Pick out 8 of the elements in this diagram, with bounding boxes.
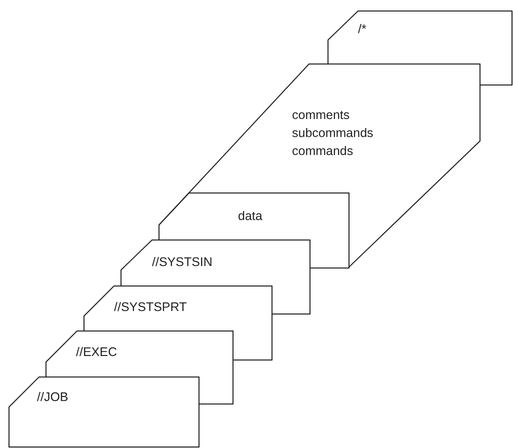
card-label: //EXEC [76, 344, 117, 361]
card-label: //SYSTSIN [152, 254, 212, 271]
card-label: //SYSTSPRT [114, 299, 187, 316]
card [9, 377, 199, 447]
card-label: data [238, 208, 262, 225]
card-label: /* [358, 21, 366, 38]
card-label: //JOB [37, 389, 68, 406]
card-label: comments subcommands commands [292, 107, 372, 160]
